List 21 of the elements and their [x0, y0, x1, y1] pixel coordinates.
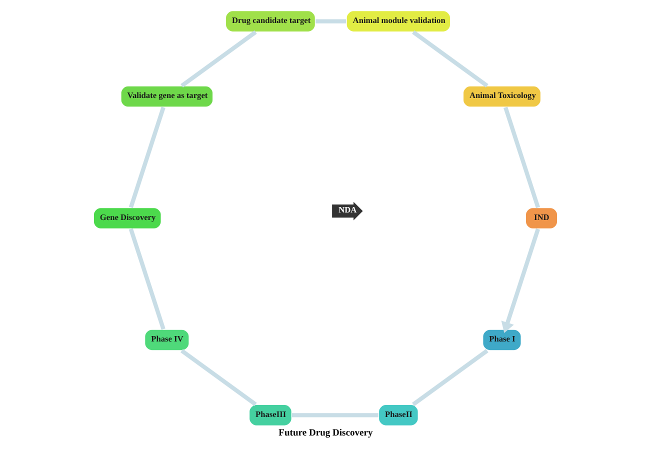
connector	[128, 106, 166, 208]
connector	[180, 30, 257, 88]
node-box: Phase IV	[144, 328, 190, 352]
arrow	[501, 228, 540, 333]
connector	[316, 19, 346, 24]
connector	[180, 349, 257, 406]
node-box: PhaseII	[378, 404, 419, 427]
diagram-title: Future Drug Discovery	[278, 427, 373, 438]
connector	[504, 106, 540, 208]
node-box: IND	[524, 206, 558, 230]
connector	[128, 228, 166, 330]
connector	[412, 30, 488, 88]
node-box: Animal module validation	[346, 10, 452, 33]
connector	[292, 413, 378, 418]
node-box: Gene Discovery	[92, 206, 162, 230]
node-box: PhaseIII	[248, 404, 293, 427]
connector	[412, 349, 488, 406]
node-box: Animal Toxicology	[462, 85, 542, 108]
node-box: Drug candidate target	[224, 10, 316, 33]
node-box: Phase I	[482, 328, 522, 352]
node-box: Validate gene as target	[120, 85, 214, 108]
